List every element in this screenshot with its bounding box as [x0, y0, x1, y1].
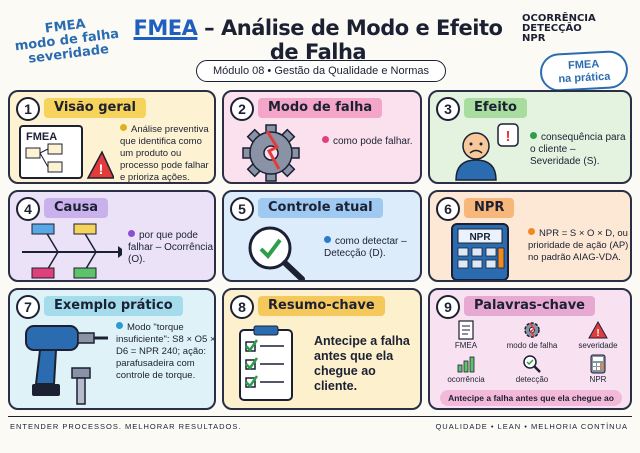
- card-title: Exemplo prático: [44, 296, 183, 316]
- card-text: Análise preventiva que identifica como u…: [120, 124, 214, 183]
- doodle-right-line-3: NPR: [522, 33, 546, 44]
- screwdriver-bolt-icon: [25, 325, 108, 405]
- doodle-right-line-2: DETECÇÃO: [522, 23, 582, 34]
- doodle-keywords-left: FMEA modo de falha severidade: [10, 13, 124, 68]
- card-modo-de-falha: 2 Modo de falha como pode falhar.: [222, 90, 422, 184]
- title-accent: FMEA: [133, 16, 198, 40]
- doc-label: FMEA: [26, 131, 57, 143]
- card-title: NPR: [464, 198, 515, 218]
- card-text: por que pode falhar – Ocorrência (O).: [128, 230, 214, 266]
- footer-tagline-right: QUALIDADE • LEAN • MELHORIA CONTÍNUA: [435, 422, 628, 431]
- card-text-content: consequência para o cliente – Severidade…: [530, 132, 626, 167]
- card-text-content: como detectar – Detecção (D).: [324, 236, 407, 259]
- keyword-deteccao: detecção: [500, 354, 564, 384]
- card-title: Visão geral: [44, 98, 147, 118]
- keyword-fmea: FMEA: [434, 320, 498, 350]
- warning-icon: !: [588, 320, 608, 339]
- card-number: 7: [16, 295, 40, 319]
- magnifier-icon: [523, 355, 541, 373]
- card-number: 8: [230, 295, 254, 319]
- card-text-content: por que pode falhar – Ocorrência (O).: [128, 230, 214, 265]
- card-title: Modo de falha: [258, 98, 383, 118]
- card-resumo-chave: 8 Resumo-chave Antecipe a falha antes qu…: [222, 288, 422, 410]
- keyword-label: modo de falha: [506, 341, 558, 350]
- page-title: FMEA – Análise de Modo e Efeito de Falha: [128, 16, 508, 64]
- card-causa: 4 Causa por que pode falhar – Ocorrência…: [8, 190, 216, 282]
- card-text: Modo "torque insuficiente": S8 × O5 × D6…: [116, 322, 216, 382]
- card-summary-text: Antecipe a falha antes que ela chegue ao…: [314, 334, 410, 393]
- gear-icon: [524, 322, 540, 338]
- card-title: Resumo-chave: [258, 296, 385, 316]
- bullet-dot: [116, 322, 123, 329]
- card-palavras-chave: 9 Palavras-chave FMEA modo de falha ! se…: [428, 288, 632, 410]
- keyword-label: detecção: [515, 375, 549, 384]
- fmea-document-warning-icon: FMEA !: [19, 125, 114, 179]
- module-subtitle: Módulo 08 • Gestão da Qualidade e Normas: [196, 60, 446, 82]
- card-number: 5: [230, 197, 254, 221]
- clipboard-checklist-icon: [239, 325, 293, 401]
- card-controle-atual: 5 Controle atual como detectar – Detecçã…: [222, 190, 422, 282]
- calc-label: NPR: [469, 232, 491, 243]
- calculator-icon: [590, 354, 606, 374]
- keyword-ocorrencia: ocorrência: [434, 354, 498, 384]
- keywords-banner: Antecipe a falha antes que ela chegue ao…: [440, 390, 622, 406]
- card-exemplo-pratico: 7 Exemplo prático Modo "torque insuficie…: [8, 288, 216, 410]
- card-title: Efeito: [464, 98, 527, 118]
- card-text: como detectar – Detecção (D).: [324, 236, 418, 260]
- card-efeito: 3 Efeito ! consequência para o cliente –…: [428, 90, 632, 184]
- sad-customer-icon: !: [455, 123, 519, 181]
- footer-tagline-left: ENTENDER PROCESSOS. MELHORAR RESULTADOS.: [10, 422, 242, 431]
- bullet-dot: [530, 132, 537, 139]
- broken-gear-icon: [242, 124, 300, 182]
- card-visao-geral: 1 Visão geral FMEA ! Análise preventiva …: [8, 90, 216, 184]
- title-rest: – Análise de Modo e Efeito de Falha: [197, 16, 503, 64]
- keyword-label: ocorrência: [447, 375, 485, 384]
- keyword-label: severidade: [578, 341, 618, 350]
- bar-chart-icon: [457, 356, 475, 373]
- svg-text:!: !: [506, 128, 511, 145]
- card-number: 6: [436, 197, 460, 221]
- magnifier-check-icon: [248, 226, 305, 280]
- card-number: 2: [230, 97, 254, 121]
- document-icon: [458, 320, 474, 340]
- card-text-content: como pode falhar.: [333, 136, 413, 147]
- card-text: como pode falhar.: [322, 136, 418, 148]
- card-text: NPR = S × O × D, ou prioridade de ação (…: [528, 228, 630, 264]
- fishbone-diagram-icon: [22, 223, 122, 279]
- card-title: Palavras-chave: [464, 296, 595, 316]
- bullet-dot: [528, 228, 535, 235]
- card-number: 3: [436, 97, 460, 121]
- doodle-keywords-right: OCORRÊNCIA DETECÇÃO NPR: [522, 14, 632, 44]
- calculator-icon: NPR: [451, 223, 509, 280]
- keyword-severidade: ! severidade: [566, 320, 630, 350]
- card-npr: 6 NPR NPR NPR = S × O × D, ou prioridade…: [428, 190, 632, 282]
- footer-divider: [8, 416, 632, 417]
- card-number: 9: [436, 295, 460, 319]
- keyword-modo-de-falha: modo de falha: [500, 320, 564, 350]
- bullet-dot: [322, 136, 329, 143]
- card-text-content: Modo "torque insuficiente": S8 × O5 × D6…: [116, 322, 216, 381]
- card-number: 4: [16, 197, 40, 221]
- keyword-label: NPR: [589, 375, 607, 384]
- svg-text:!: !: [596, 328, 599, 339]
- keyword-npr: NPR: [566, 354, 630, 384]
- card-title: Controle atual: [258, 198, 383, 218]
- bullet-dot: [324, 236, 331, 243]
- pill-fmea-na-pratica: FMEA na prática: [539, 49, 629, 93]
- doodle-right-line-1: OCORRÊNCIA: [522, 13, 596, 24]
- bullet-dot: [120, 124, 127, 131]
- svg-text:!: !: [99, 161, 104, 177]
- card-text-content: Análise preventiva que identifica como u…: [120, 124, 209, 183]
- card-number: 1: [16, 97, 40, 121]
- card-text-content: NPR = S × O × D, ou prioridade de ação (…: [528, 228, 629, 263]
- card-title: Causa: [44, 198, 109, 218]
- keyword-label: FMEA: [454, 341, 478, 350]
- card-text: consequência para o cliente – Severidade…: [530, 132, 628, 168]
- bullet-dot: [128, 230, 135, 237]
